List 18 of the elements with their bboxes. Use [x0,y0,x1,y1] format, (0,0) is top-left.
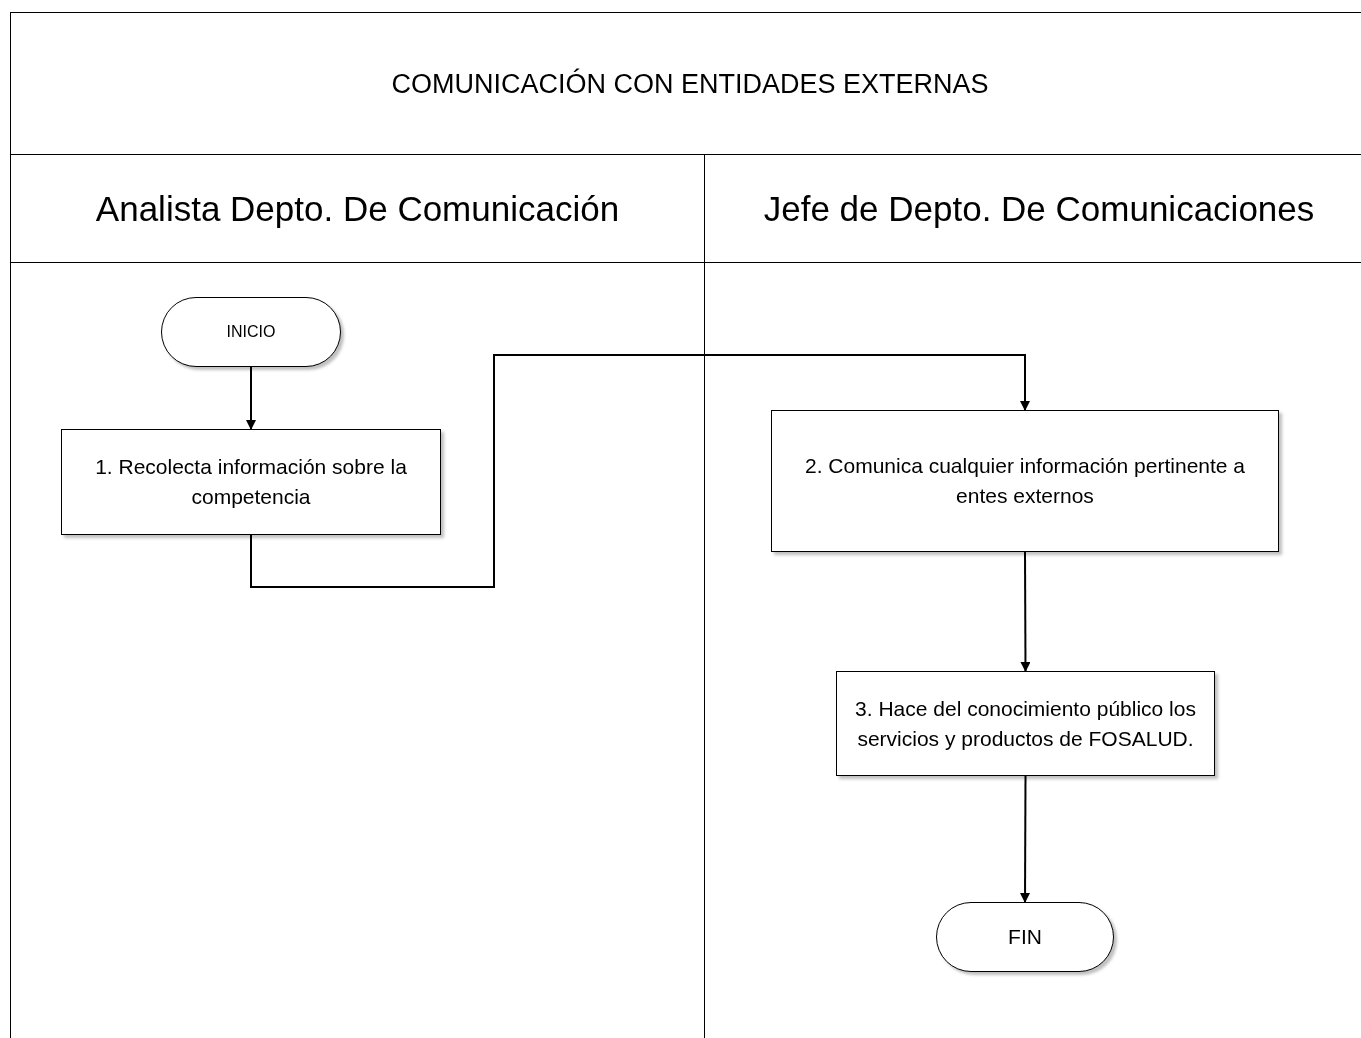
process-box [771,410,1279,552]
arrow [1020,775,1031,903]
arrow [1020,551,1031,672]
arrow [246,366,256,430]
node-text: 2. Comunica cualquier información pertinente a entes externos [803,453,1247,509]
terminator-shape [161,297,341,367]
arrow [250,354,1030,588]
lane-header: Jefe de Depto. De Comunicaciones [763,188,1315,229]
diagram-title: COMUNICACIÓN CON ENTIDADES EXTERNAS [390,67,990,101]
swimlane [10,154,705,1038]
node-text: 3. Hace del conocimiento público los servicios y productos de FOSALUD. [854,695,1197,752]
lane-header: Analista Depto. De Comunicación [95,188,620,229]
node-text: FIN [1007,924,1043,950]
terminator-shape [936,902,1114,972]
process-box [61,429,441,535]
process-box [836,671,1215,776]
node-text: INICIO [225,322,277,342]
node-text: 1. Recolecta información sobre la competencia [94,454,408,510]
